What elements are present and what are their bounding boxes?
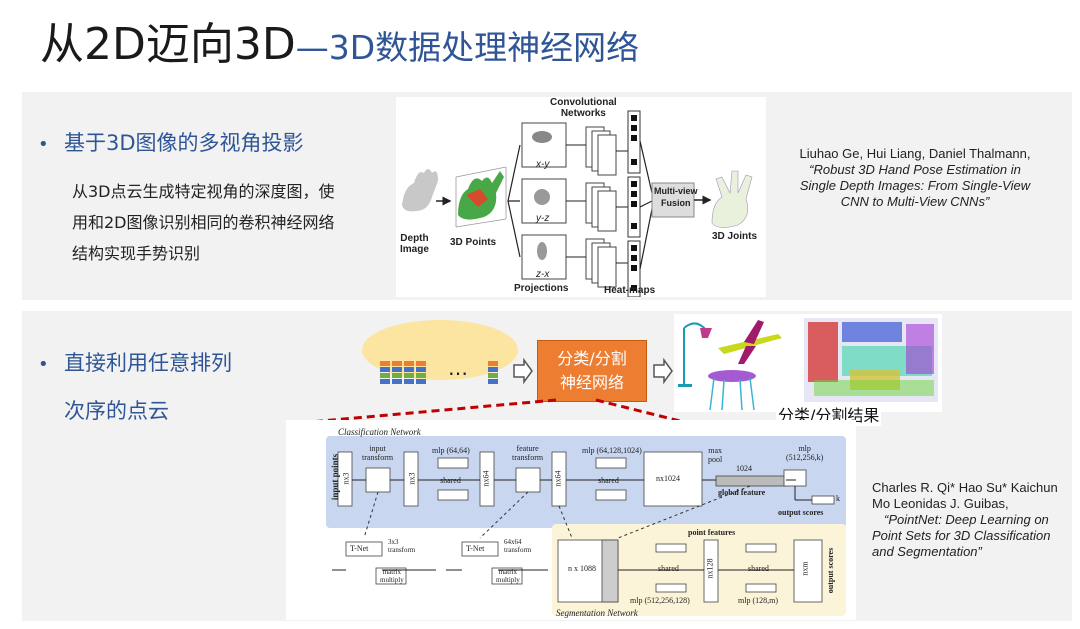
arrow-right-icon [653, 358, 673, 384]
multiview-cnn-figure: Depth Image 3D Points Convolutional Netw… [396, 97, 766, 298]
label-tnet: T-Net [466, 544, 485, 553]
bullet-pointcloud-line: 次序的点云 [64, 399, 169, 423]
label-matrix-multiply: matrix multiply [496, 568, 520, 584]
multiview-description: 从3D点云生成特定视角的深度图，使 用和2D图像识别相同的卷积神经网络 结构实现… [72, 176, 335, 269]
label-global-feature: global feature [718, 488, 766, 497]
bullet-dot: • [38, 134, 49, 155]
joints-hand-icon [711, 170, 753, 228]
citation-multiview: Liuhao Ge, Hui Liang, Daniel Thalmann, “… [790, 146, 1040, 210]
label-n-1088: n x 1088 [568, 564, 596, 573]
ellipsis: … [448, 356, 468, 380]
label-shared: shared [440, 476, 461, 485]
slide-title: 从2D迈向3D—3D数据处理神经网络 [40, 8, 639, 72]
depth-hand-icon [402, 169, 438, 212]
pointnet-architecture-figure: Classification Network Segmentation Netw… [286, 420, 856, 620]
citation-title-line: and Segmentation” [872, 544, 982, 559]
box-line: 分类/分割 [557, 349, 627, 368]
label-nx64: nx64 [481, 470, 491, 487]
label-nxm: nxm [800, 561, 810, 576]
label-xy: x-y [536, 159, 550, 170]
label-mlp-64-64: mlp (64,64) [432, 446, 470, 455]
point-stacks [380, 361, 520, 385]
label-output-scores: output scores [826, 547, 836, 594]
box-line: 神经网络 [559, 373, 624, 392]
label-heatmaps: Heat-maps [604, 285, 656, 296]
description-line: 从3D点云生成特定视角的深度图，使 [72, 182, 335, 201]
citation-title-line: “Robust 3D Hand Pose Estimation in [809, 162, 1021, 177]
label-3d-joints: 3D Joints [712, 231, 758, 242]
title-main: 从2D迈向3D [40, 19, 296, 70]
projection-xy-box [521, 122, 567, 168]
label-nx1024: nx1024 [656, 474, 680, 483]
label-mlp-512-256-128: mlp (512,256,128) [630, 596, 690, 605]
description-line: 结构实现手势识别 [72, 244, 201, 263]
label-fusion: Multi-view Fusion [654, 186, 698, 208]
citation-title-line: Point Sets for 3D Classification [872, 528, 1051, 543]
label-nx3: nx3 [341, 472, 351, 485]
results-image [674, 314, 942, 412]
label-max-pool: max pool [708, 446, 723, 464]
citation-title-line: Single Depth Images: From Single-View [799, 178, 1031, 193]
citation-title-line: CNN to Multi-View CNNs” [840, 194, 990, 209]
title-subtitle: —3D数据处理神经网络 [295, 28, 640, 67]
citation-authors-line: Charles R. Qi* Hao Su* Kaichun [872, 480, 1058, 495]
label-point-features: point features [688, 528, 736, 537]
bullet-pointcloud: • 直接利用任意排列 次序的点云 [38, 340, 232, 434]
label-zx: z-x [536, 269, 550, 280]
label-projections: Projections [514, 283, 569, 294]
citation-authors-line: Mo Leonidas J. Guibas, [872, 496, 1009, 511]
label-k: k [836, 494, 840, 503]
classification-segmentation-network-box: 分类/分割 神经网络 [537, 340, 647, 402]
arrow-right-icon [513, 358, 533, 384]
label-conv-networks: Convolutional Networks [550, 97, 617, 119]
citation-title-line: “PointNet: Deep Learning on [884, 512, 1049, 527]
segmented-room-icon [804, 318, 938, 402]
label-depth-image: Depth Image [400, 233, 429, 255]
label-shared: shared [598, 476, 619, 485]
stool-icon [708, 370, 756, 411]
segmentation-network-title: Segmentation Network [556, 608, 638, 618]
label-tnet: T-Net [350, 544, 369, 553]
citation-authors: Liuhao Ge, Hui Liang, Daniel Thalmann, [799, 146, 1031, 161]
bullet-multiview: • 基于3D图像的多视角投影 [38, 120, 304, 168]
label-output-scores: output scores [778, 508, 824, 517]
bullet-pointcloud-line: 直接利用任意排列 [64, 351, 232, 375]
citation-pointnet: Charles R. Qi* Hao Su* Kaichun Mo Leonid… [872, 480, 1068, 560]
label-3d-points: 3D Points [450, 237, 497, 248]
label-matrix-multiply: matrix multiply [380, 568, 404, 584]
label-3x3-transform: 3x3 transform [388, 538, 416, 554]
label-1024: 1024 [736, 464, 752, 473]
label-nx64: nx64 [553, 470, 563, 487]
label-shared: shared [748, 564, 769, 573]
label-input-transform: input transform [362, 444, 394, 462]
label-nx128: nx128 [705, 558, 715, 579]
label-64x64-transform: 64x64 transform [504, 538, 532, 554]
label-yz: y-z [536, 213, 550, 224]
label-mlp-64-128-1024: mlp (64,128,1024) [582, 446, 642, 455]
bullet-multiview-text: 基于3D图像的多视角投影 [64, 131, 304, 155]
label-mlp-128-m: mlp (128,m) [738, 596, 778, 605]
projection-yz-box [521, 178, 567, 224]
label-shared: shared [658, 564, 679, 573]
multiview-diagram [402, 110, 753, 298]
airplane-icon [718, 320, 782, 364]
label-input-points: input points [330, 453, 341, 501]
label-mlp-512-256-k: mlp (512,256,k) [786, 444, 824, 462]
bullet-dot: • [38, 354, 49, 375]
classification-network-title: Classification Network [338, 427, 421, 437]
description-line: 用和2D图像识别相同的卷积神经网络 [72, 213, 335, 232]
label-nx3: nx3 [407, 472, 417, 485]
pointnet-diagram [326, 436, 846, 616]
point-stack-group [380, 361, 498, 384]
label-feature-transform: feature transform [512, 444, 544, 462]
lamp-icon [678, 322, 712, 387]
